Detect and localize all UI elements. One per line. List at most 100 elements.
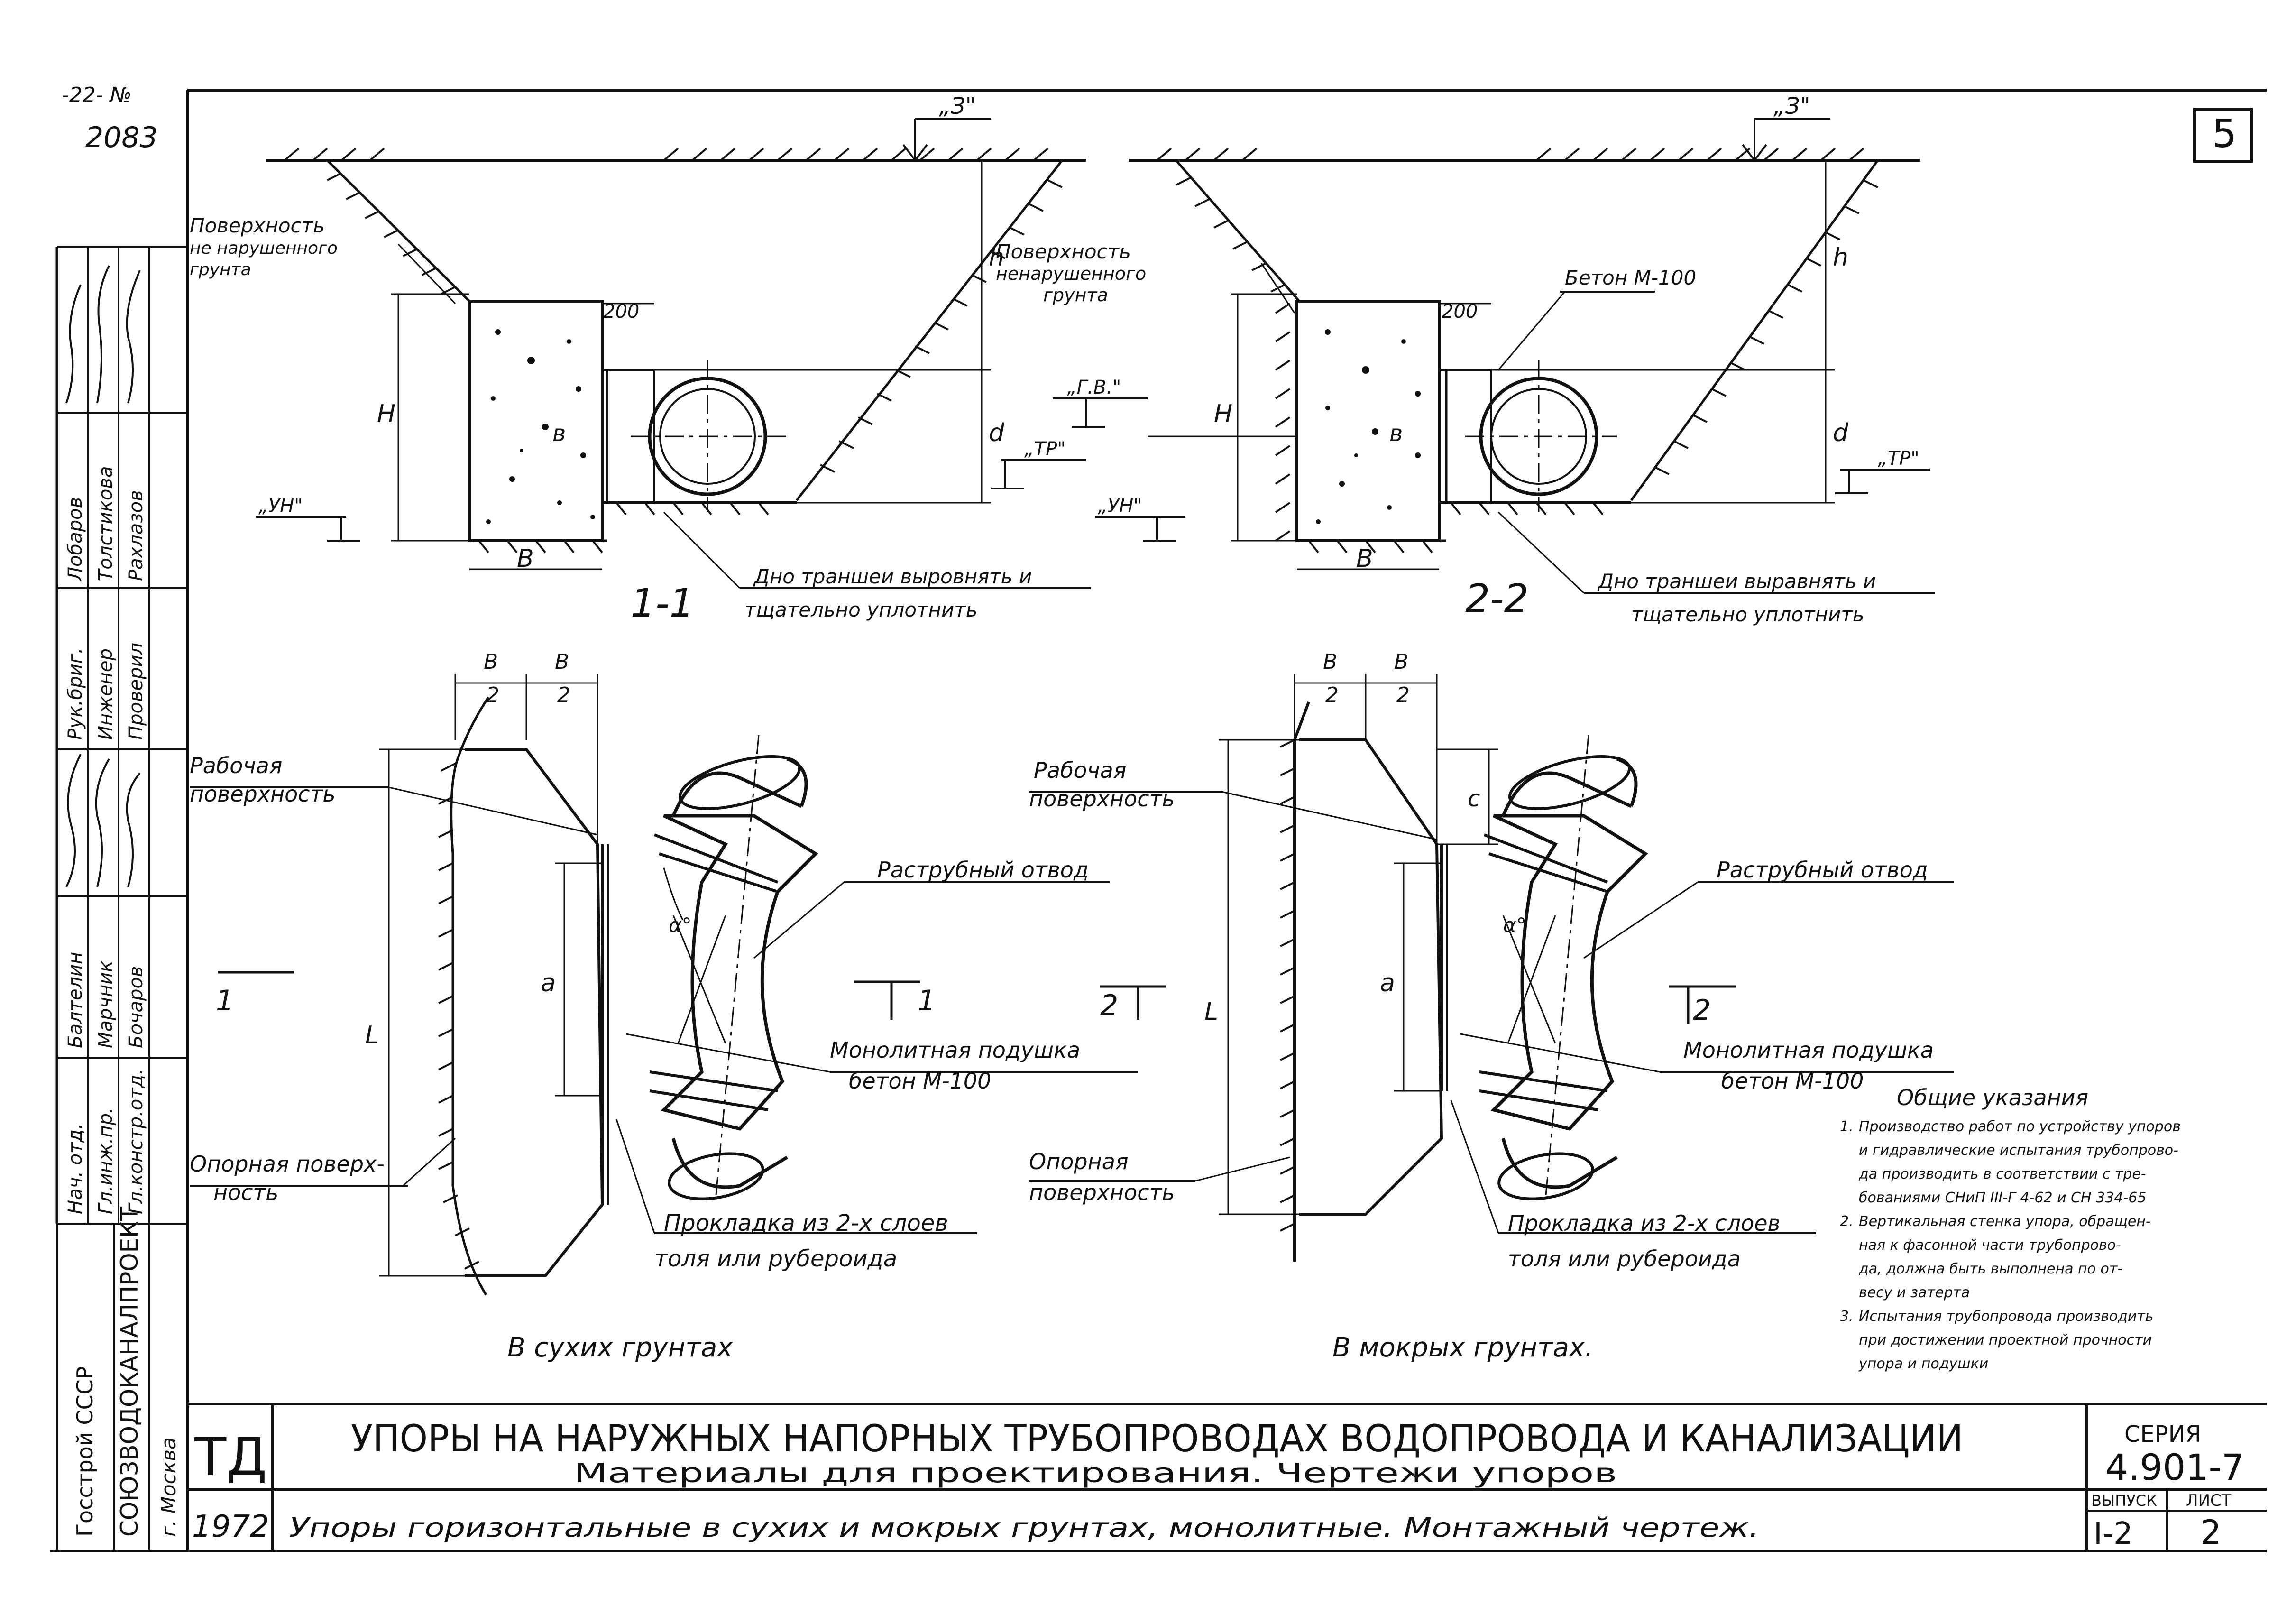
dry-dim-b2-num-1: В	[484, 650, 498, 674]
wet-label-alpha: α°	[1503, 914, 1526, 937]
wet-support-surface-1: Опорная	[1029, 1149, 1129, 1174]
sec1-surface-3: грунта	[190, 260, 251, 279]
sec2-label-gv: „Г.В."	[1067, 377, 1121, 398]
title-series-label: СЕРИЯ	[2124, 1421, 2201, 1448]
note-2-line-1: Вертикальная стенка упора, обращен-	[1859, 1213, 2151, 1230]
wet-cut-left: 2	[1100, 989, 1118, 1022]
sec2-label-200: 200	[1442, 301, 1478, 323]
note-1-line-2: и гидравлические испытания трубопрово-	[1859, 1142, 2178, 1159]
title-subtitle: Материалы для проектирования. Чертежи уп…	[574, 1458, 1617, 1489]
dry-label-alpha: α°	[669, 914, 692, 937]
sec2-surface-3: грунта	[1043, 285, 1108, 305]
wet-label-a: a	[1380, 969, 1395, 997]
note-1-num: 1.	[1840, 1118, 1854, 1135]
stamp-org-2: СОЮЗВОДОКАНАЛПРОЕКТ	[116, 1206, 143, 1537]
wet-label-c: с	[1468, 785, 1480, 812]
dry-pad-label-2: бетон М-100	[849, 1068, 991, 1094]
title-issue-label: ВЫПУСК	[2091, 1492, 2157, 1510]
sec2-label-H: H	[1214, 400, 1232, 428]
stamp-org-1: Госстрой СССР	[72, 1366, 98, 1537]
sec2-mark-3: „З"	[1773, 93, 1810, 120]
stamp-role-6: Проверил	[125, 643, 147, 740]
stamp-role-4: Рук.бриг.	[64, 648, 86, 740]
stamp-name-6: Рахлазов	[125, 490, 147, 581]
notes-title: Общие указания	[1897, 1085, 2088, 1110]
sec2-surface-1: Поверхность	[996, 240, 1131, 263]
corner-text-2: 2083	[85, 121, 158, 154]
wet-dim-b2-den-2: 2	[1396, 683, 1410, 707]
sec1-surface-1: Поверхность	[190, 214, 325, 237]
dry-gasket-1: Прокладка из 2-х слоев	[664, 1210, 948, 1236]
note-3-line-2: при достижении проектной прочности	[1859, 1332, 2152, 1348]
stamp-role-1: Нач. отд.	[64, 1123, 86, 1214]
stamp-role-5: Инженер	[95, 648, 117, 740]
sec2-label-h: h	[1833, 243, 1848, 272]
note-2-num: 2.	[1840, 1213, 1854, 1230]
wet-bend-label: Раструбный отвод	[1717, 857, 1928, 883]
sec2-label-un: „УН"	[1098, 495, 1142, 517]
wet-dim-b2-den-1: 2	[1325, 683, 1339, 707]
sec1-label-h: h	[989, 243, 1004, 272]
sec1-label-un: „УН"	[258, 495, 303, 517]
sec1-trench-2: тщательно уплотнить	[744, 598, 977, 621]
sec2-label-b: в	[1389, 420, 1403, 447]
note-3-line-1: Испытания трубопровода производить	[1859, 1308, 2154, 1325]
sec1-label-d: d	[989, 419, 1005, 447]
sec1-surface-2: не нарушенного	[190, 239, 338, 258]
sec2-label-B: B	[1356, 544, 1373, 573]
dry-working-surface-2: поверхность	[190, 781, 335, 807]
sec2-trench-1: Дно траншеи выравнять и	[1597, 570, 1876, 593]
sec1-label-b: в	[552, 420, 566, 447]
sec1-label-H: H	[377, 400, 395, 428]
wet-pad-label-2: бетон М-100	[1721, 1068, 1864, 1094]
wet-gasket-1: Прокладка из 2-х слоев	[1508, 1210, 1781, 1236]
dry-caption: В сухих грунтах	[507, 1332, 733, 1363]
dry-label-L: L	[365, 1021, 379, 1050]
sec1-trench-1: Дно траншеи выровнять и	[753, 565, 1032, 588]
plan-wet	[1029, 674, 1954, 1262]
note-3-line-3: упора и подушки	[1858, 1356, 1988, 1372]
stamp-signatures	[65, 265, 141, 887]
title-drawing: Упоры горизонтальные в сухих и мокрых гр…	[289, 1513, 1759, 1543]
title-issue-value: I-2	[2094, 1516, 2133, 1551]
wet-gasket-2: толя или рубероида	[1508, 1246, 1741, 1272]
wet-dim-b2-num-2: В	[1394, 650, 1408, 674]
dry-cut-right: 1	[918, 984, 936, 1017]
sec1-label-tr: „ТР"	[1024, 438, 1066, 460]
dry-label-a: a	[541, 969, 556, 997]
section-2-2	[1053, 118, 1935, 594]
title-td: ТД	[194, 1427, 267, 1487]
stamp-role-3: Гл.констр.отд.	[125, 1069, 147, 1214]
note-1-line-1: Производство работ по устройству упоров	[1859, 1118, 2181, 1135]
stamp-name-4: Лобаров	[64, 497, 86, 582]
dry-gasket-2: толя или рубероида	[654, 1246, 897, 1272]
wet-pad-label-1: Монолитная подушка	[1683, 1037, 1934, 1063]
sec1-label-B: B	[517, 544, 534, 573]
sheet-number: 5	[2212, 111, 2237, 157]
title-series-value: 4.901-7	[2105, 1446, 2244, 1488]
sec2-label: 2-2	[1465, 576, 1529, 621]
section-1-1	[256, 118, 1091, 589]
title-sheet-label: ЛИСТ	[2186, 1491, 2232, 1510]
note-1-line-4: бованиями СНиП III-Г 4-62 и СН 334-65	[1859, 1190, 2146, 1206]
stamp-name-2: Марчник	[95, 961, 117, 1048]
stamp-name-1: Балтелин	[64, 952, 86, 1048]
sec2-concrete-label: Бетон М-100	[1565, 266, 1696, 289]
note-1-line-3: да производить в соответствии с тре-	[1858, 1166, 2146, 1182]
title-sheet-value: 2	[2200, 1513, 2222, 1552]
sec2-label-tr: „ТР"	[1878, 448, 1919, 470]
dry-pad-label-1: Монолитная подушка	[830, 1037, 1080, 1063]
sec2-trench-2: тщательно уплотнить	[1631, 603, 1864, 626]
dry-cut-left: 1	[216, 984, 234, 1017]
title-block	[187, 1403, 2267, 1551]
stamp-role-2: Гл.инж.пр.	[95, 1107, 117, 1214]
wet-dim-b2-num-1: В	[1323, 650, 1337, 674]
dry-working-surface-1: Рабочая	[190, 753, 282, 778]
stamp-name-5: Толстикова	[95, 466, 117, 581]
wet-working-surface-2: поверхность	[1029, 786, 1175, 812]
stamp-name-3: Бочаров	[125, 966, 147, 1049]
sec1-label: 1-1	[631, 581, 694, 626]
stamp-city: г. Москва	[157, 1437, 180, 1537]
wet-working-surface-1: Рабочая	[1034, 757, 1126, 783]
